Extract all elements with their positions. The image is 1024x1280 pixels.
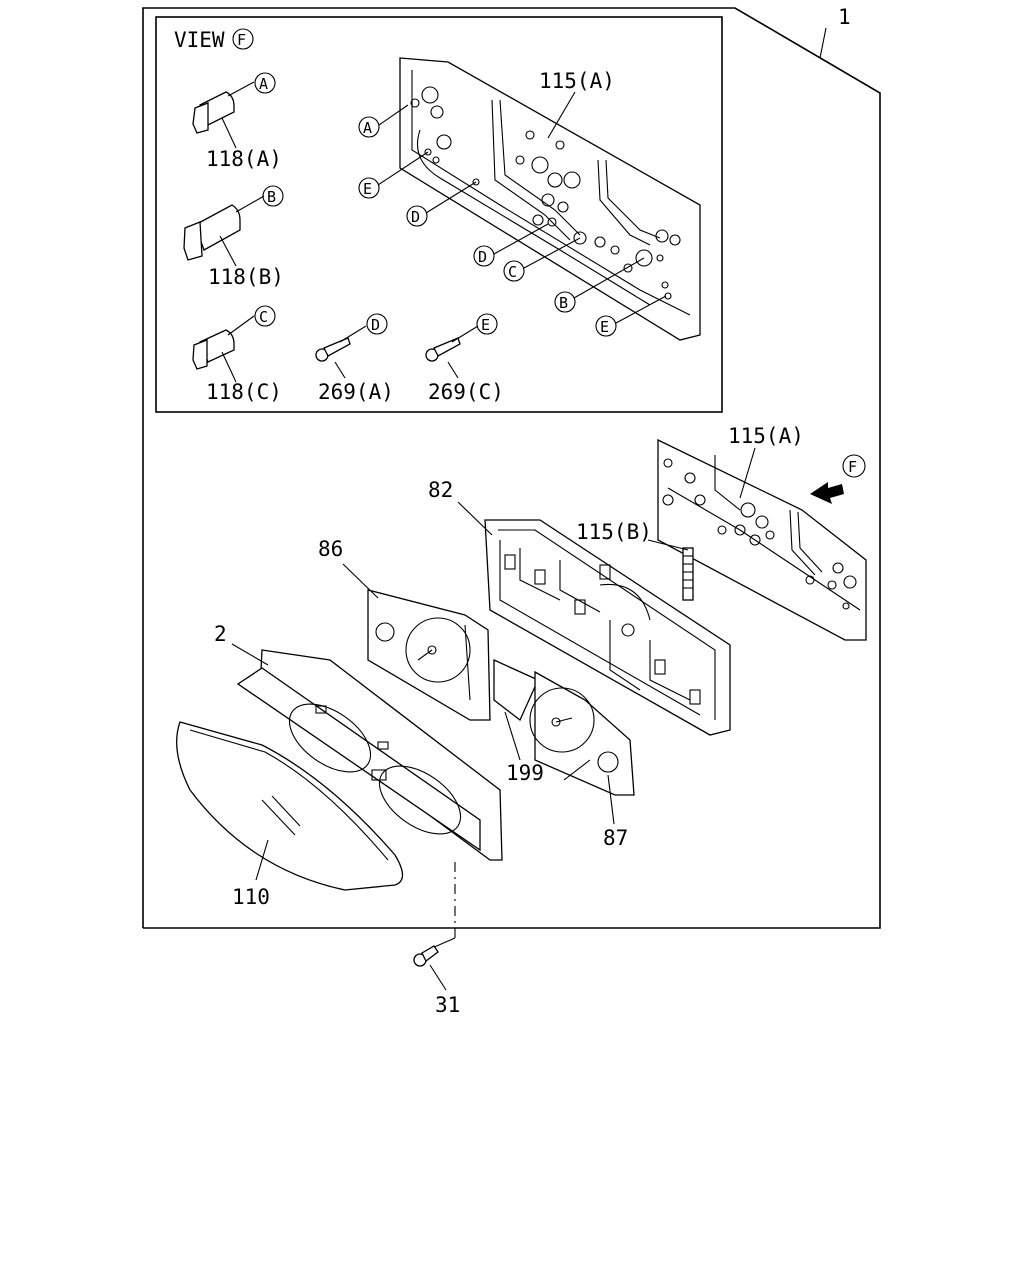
callout-d-board-left: D [411,208,420,226]
circuit-board-115a [657,438,867,641]
label-86: 86 [318,537,343,561]
main-labels: 115(A) 82 115(B) 86 2 199 87 110 31 [214,424,804,1017]
bulb-118c [192,329,235,370]
label-118c: 118(C) [206,380,282,404]
bulb-118a [192,91,235,134]
bulb-118b [183,204,241,261]
panel-2 [236,649,503,861]
inset-circuit-board [399,57,701,341]
view-inset: VIEW F [155,16,723,413]
callout-e-board-left: E [363,180,372,198]
callout-f-arrow: F [848,458,857,476]
callout-d-board-right: D [478,248,487,266]
label-110: 110 [232,885,270,909]
assembly-frame: 1 [142,5,881,929]
label-199: 199 [506,761,544,785]
label-31: 31 [435,993,460,1017]
inset-callouts: A B C D E A E D D C B E [254,72,617,337]
callout-b-board: B [559,294,568,312]
gasket-199 [493,658,539,722]
label-269a: 269(A) [318,380,394,404]
callout-c-bulb: C [259,308,268,326]
label-82: 82 [428,478,453,502]
label-115a-inset: 115(A) [539,69,615,93]
inset-labels: 115(A) 118(A) 118(B) 118(C) 269(A) 269(C… [206,69,615,404]
callout-a-bulb: A [259,75,268,93]
callout-c-board: C [508,263,517,281]
screw-269a [315,337,351,362]
callout-e-screw: E [481,316,490,334]
screw-269c [425,337,461,362]
callout-e-board-right: E [600,318,609,336]
dial-plate-87 [529,670,635,796]
connector-strip-115b [682,547,694,601]
callout-a-board: A [363,119,372,137]
case-82 [484,519,731,736]
dial-plate-86 [367,589,491,721]
label-87: 87 [603,826,628,850]
view-f-arrow: F [810,454,866,504]
label-115b: 115(B) [576,520,652,544]
inset-leaders [219,81,667,383]
view-title: VIEW [174,28,225,52]
assembly-number-label: 1 [838,5,851,29]
view-letter: F [237,31,246,49]
label-118a: 118(A) [206,147,282,171]
label-269c: 269(C) [428,380,504,404]
callout-b-bulb: B [267,188,276,206]
label-115a-main: 115(A) [728,424,804,448]
screw-31 [413,862,456,967]
label-118b: 118(B) [208,265,284,289]
lens-110 [176,721,404,891]
main-leaders [231,447,756,991]
label-2: 2 [214,622,227,646]
callout-d-screw: D [371,316,380,334]
